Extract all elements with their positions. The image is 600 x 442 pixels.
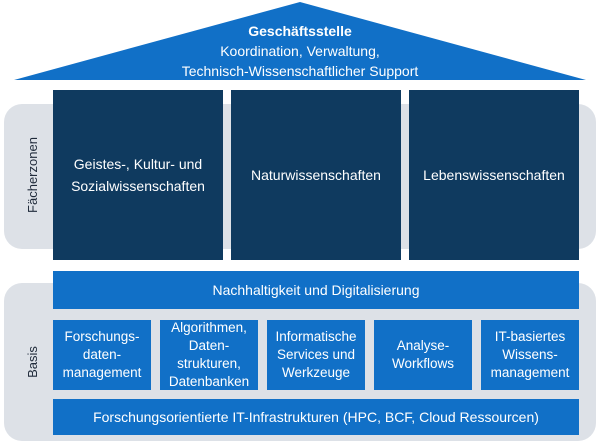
box-it-wissensmanagement: IT-basiertes Wissens- management xyxy=(481,320,579,390)
bar-nachhaltigkeit-digitalisierung: Nachhaltigkeit und Digitalisierung xyxy=(53,271,579,309)
roof-title: Geschäftsstelle xyxy=(248,23,352,39)
roof-line-1: Koordination, Verwaltung, xyxy=(220,43,380,59)
roof-line-2: Technisch-Wissenschaftlicher Support xyxy=(181,63,419,79)
pillar-lebenswissenschaften: Lebenswissenschaften xyxy=(409,90,579,260)
box-analyse-workflows: Analyse- Workflows xyxy=(374,320,472,390)
basis-label: Basis xyxy=(25,346,40,378)
faecherzonen-label: Fächerzonen xyxy=(25,137,40,213)
roof-shape xyxy=(14,2,586,80)
bar-it-infrastrukturen: Forschungsorientierte IT-Infrastrukturen… xyxy=(53,399,579,435)
pillar-geisteswissenschaften: Geistes-, Kultur- und Sozialwissenschaft… xyxy=(53,90,223,260)
box-algorithmen: Algorithmen, Daten- strukturen, Datenban… xyxy=(160,320,258,390)
box-forschungsdatenmanagement: Forschungs- daten- management xyxy=(53,320,151,390)
pillar-naturwissenschaften: Naturwissenschaften xyxy=(231,90,401,260)
box-informatische-services: Informatische Services und Werkzeuge xyxy=(267,320,365,390)
